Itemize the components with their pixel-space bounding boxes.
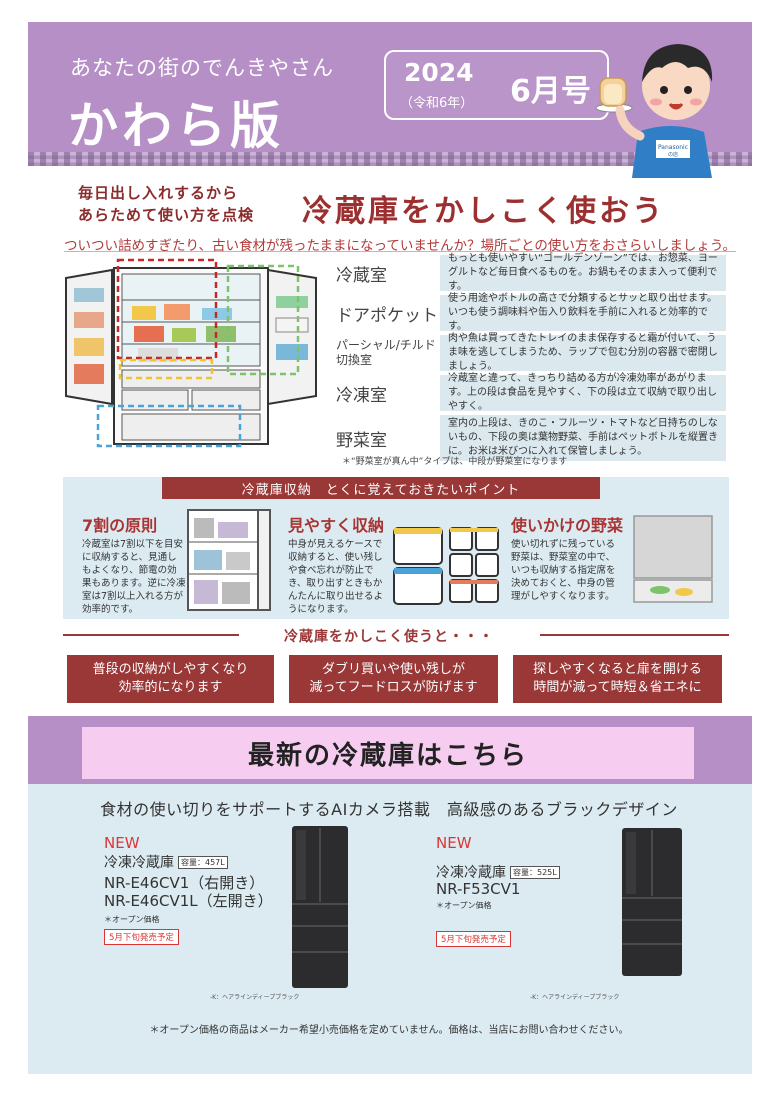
capacity-badge: 容量：525L	[510, 865, 560, 879]
capacity-badge: 容量：457L	[178, 855, 228, 869]
vegetable-drawer-icon	[633, 515, 713, 603]
compartment-row: 野菜室 室内の上段は、きのこ・フルーツ・トマトなど日持ちのしないもの、下段の奥は…	[326, 415, 726, 461]
benefit-line: 普段の収納がしやすくなり	[92, 662, 249, 677]
benefit-line: 効率的になります	[118, 680, 223, 695]
compartment-name: 冷蔵室	[326, 255, 440, 291]
benefit-line: ダブリ買いや使い残しが	[321, 662, 465, 677]
point-text: 冷蔵室は7割以下を目安に収納すると、見通しもよくなり、節電の効果もあります。逆に…	[82, 539, 186, 615]
issue-box: 2024 （令和6年） 6月号	[384, 50, 609, 120]
compartment-row: ドアポケット 使う用途やボトルの高さで分類するとサッと取り出せます。いつも使う調…	[326, 293, 726, 332]
gingham-strip	[28, 152, 752, 166]
header-kicker: あなたの街のでんきやさん	[70, 56, 334, 80]
refrigerator-photo	[292, 826, 348, 988]
benefit-box: 普段の収納がしやすくなり 効率的になります	[67, 655, 274, 703]
issue-era: （令和6年）	[400, 96, 474, 111]
divider-left	[63, 634, 239, 636]
benefit-box: ダブリ買いや使い残しが 減ってフードロスが防げます	[289, 655, 498, 703]
color-note: -K：ヘアラインディープブラック	[530, 994, 620, 1001]
sub-headline: ついつい詰めすぎたり、古い食材が残ったままになっていませんか？場所ごとの使い方を…	[64, 238, 737, 254]
benefits-heading: 冷蔵庫をかしこく使うと・・・	[284, 629, 494, 645]
product-type-label: 冷凍冷蔵庫	[104, 855, 174, 871]
price-note: ＊オープン価格	[104, 915, 160, 924]
product-type: 冷凍冷蔵庫 容量：457L	[104, 852, 228, 872]
model-line: NR-E46CV1（右開き）	[104, 874, 265, 892]
compartment-row: パーシャル/チルド切換室 肉や魚は買ってきたトレイのまま保存すると霜が付いて、う…	[326, 333, 726, 372]
product-type: 冷凍冷蔵庫 容量：525L	[436, 862, 560, 882]
point-title: 使いかけの野菜	[511, 516, 624, 535]
price-footnote: ＊オープン価格の商品はメーカー希望小売価格を定めていません。価格は、当店にお問い…	[149, 1025, 629, 1036]
compartment-desc: 肉や魚は買ってきたトレイのまま保存すると霜が付いて、うま味を逃してしまうため、ラ…	[448, 333, 718, 372]
benefit-line: 時間が減って時短＆省エネに	[533, 680, 702, 695]
compartment-desc: 室内の上段は、きのこ・フルーツ・トマトなど日持ちのしないもの、下段の奥は葉物野菜…	[448, 418, 718, 457]
issue-year: 2024	[404, 58, 474, 87]
compartment-row: 冷蔵室 もっとも使いやすい“ゴールデンゾーン”では、お惣菜、ヨーグルトなど毎日食…	[326, 253, 726, 292]
release-badge: 5月下旬発売予定	[104, 929, 179, 945]
release-badge: 5月下旬発売予定	[436, 931, 511, 947]
point-text: 中身が見えるケースで収納すると、使い残しや食べ忘れが防止でき、取り出すときもかん…	[288, 539, 384, 615]
issue-month: 6月号	[510, 74, 591, 109]
latest-tagline: 食材の使い切りをサポートするAIカメラ搭載 高級感のあるブラックデザイン	[100, 800, 678, 819]
compartment-name: 冷凍室	[326, 375, 440, 411]
benefit-box: 探しやすくなると扉を開ける 時間が減って時短＆省エネに	[513, 655, 722, 703]
lead-line-1: 毎日出し入れするから	[78, 184, 239, 202]
model-line: NR-F53CV1	[436, 880, 521, 898]
color-note: -K：ヘアラインディープブラック	[210, 994, 300, 1001]
model-line: NR-E46CV1L（左開き）	[104, 892, 273, 910]
compartment-row: 冷凍室 冷蔵室と違って、きっちり詰める方が冷凍効率があがります。上の段は食品を見…	[326, 373, 726, 412]
compartment-desc: もっとも使いやすい“ゴールデンゾーン”では、お惣菜、ヨーグルトなど毎日食べるもの…	[448, 253, 718, 292]
compartment-list: 冷蔵室 もっとも使いやすい“ゴールデンゾーン”では、お惣菜、ヨーグルトなど毎日食…	[326, 253, 726, 465]
compartment-name: ドアポケット	[326, 295, 440, 331]
product-model: NR-E46CV1（右開き） NR-E46CV1L（左開き）	[104, 874, 273, 910]
newsletter-title: かわら版	[68, 97, 284, 155]
benefit-line: 減ってフードロスが防げます	[309, 680, 478, 695]
product-type-label: 冷凍冷蔵庫	[436, 865, 506, 881]
point-title: 見やすく収納	[288, 516, 385, 535]
mascot-icon: Panasonic の店	[595, 44, 713, 178]
compartment-name: パーシャル/チルド切換室	[326, 335, 440, 371]
clear-case-icon	[393, 527, 499, 605]
benefit-line: 探しやすくなると扉を開ける	[533, 662, 702, 677]
fridge-illustration	[65, 258, 317, 448]
fridge-shelf-icon	[187, 509, 271, 611]
compartment-desc: 冷蔵室と違って、きっちり詰める方が冷凍効率があがります。上の段は食品を見やすく、…	[448, 373, 717, 412]
refrigerator-photo	[622, 828, 682, 976]
points-banner: 冷蔵庫収納 とくに覚えておきたいポイント	[162, 477, 600, 499]
latest-heading: 最新の冷蔵庫はこちら	[82, 727, 694, 779]
main-headline: 冷蔵庫をかしこく使おう	[302, 194, 665, 229]
svg-text:の店: の店	[668, 151, 678, 158]
product-model: NR-F53CV1	[436, 880, 520, 898]
new-badge: NEW	[104, 834, 140, 852]
point-text: 使い切れずに残っている野菜は、野菜室の中で、いつも収納する指定席を決めておくと、…	[511, 539, 616, 602]
new-badge: NEW	[436, 834, 472, 852]
vegetable-room-note: ＊“野菜室が真ん中”タイプは、中段が野菜室になります	[342, 457, 568, 467]
price-note: ＊オープン価格	[436, 901, 492, 910]
compartment-desc: 使う用途やボトルの高さで分類するとサッと取り出せます。いつも使う調味料や缶入り飲…	[448, 293, 717, 332]
divider-right	[540, 634, 729, 636]
svg-text:Panasonic: Panasonic	[658, 144, 688, 151]
point-title: 7割の原則	[82, 516, 158, 535]
lead-text: 毎日出し入れするから あらためて使い方を点検	[78, 182, 254, 226]
compartment-name: 野菜室	[326, 415, 440, 461]
lead-line-2: あらためて使い方を点検	[78, 206, 255, 224]
